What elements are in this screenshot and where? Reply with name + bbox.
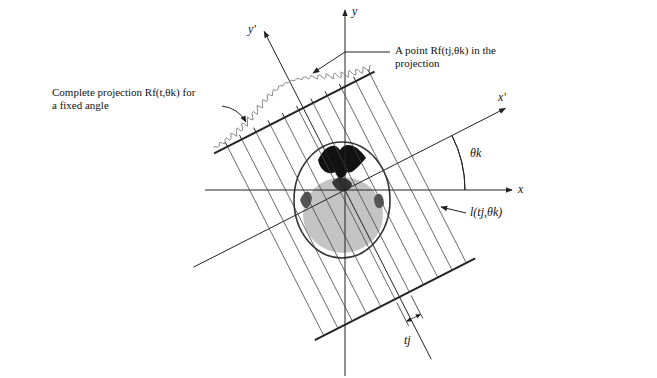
detector-tick: [282, 113, 284, 117]
spacing-arrow: [406, 314, 420, 321]
detector-tick: [354, 77, 356, 81]
ray-line: [256, 132, 352, 321]
y-axis: [345, 10, 346, 376]
ray-line: [242, 139, 338, 328]
ray-line: [270, 125, 366, 314]
detector-tick: [339, 84, 341, 88]
leader-line: [313, 52, 390, 73]
ray-line: [227, 147, 323, 336]
leader-line: [441, 207, 466, 213]
ray-line: [313, 103, 409, 292]
axis-label: y: [352, 4, 357, 18]
ray-line: [299, 110, 395, 299]
spacing-tick: [397, 303, 409, 326]
callout-note: A point Rf(tj,θk) in the projection: [395, 44, 513, 70]
dark-structure: [300, 191, 384, 208]
detector-tick: [239, 135, 241, 139]
ray-line: [342, 89, 438, 278]
axis-label: x: [518, 182, 523, 196]
ray-label: l(tj,θk): [470, 205, 502, 219]
y-prime-axis: [264, 31, 431, 359]
ray-line: [370, 74, 466, 263]
ray-line: [285, 118, 381, 307]
leader-line: [222, 106, 246, 122]
spacing-label: tj: [404, 333, 411, 347]
detector-tick: [297, 106, 299, 110]
detector-tick: [311, 99, 313, 103]
detector-tick: [268, 120, 270, 124]
callout-note: Complete projection Rf(t,θk) for a fixed…: [52, 86, 202, 112]
axis-label: x': [498, 90, 506, 104]
detector-tick: [225, 142, 227, 146]
projection-curve: [213, 65, 371, 148]
x-prime-axis: [194, 108, 506, 267]
axis-label: y': [248, 22, 256, 36]
detector-tick: [254, 128, 256, 132]
detector-tick: [325, 91, 327, 95]
ray-line: [356, 81, 452, 270]
ray-line: [327, 96, 423, 285]
x-axis: [205, 190, 512, 191]
angle-arc: [452, 136, 465, 190]
spacing-tick: [411, 295, 423, 318]
angle-label: θk: [470, 146, 481, 160]
